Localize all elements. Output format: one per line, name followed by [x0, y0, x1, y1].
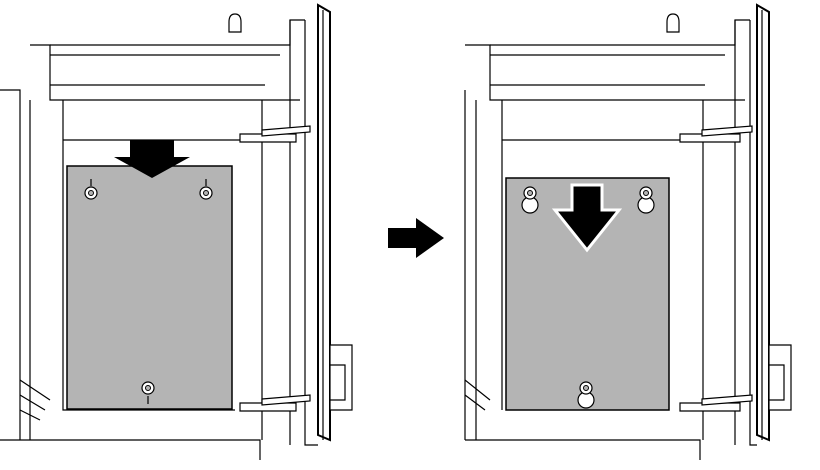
side-bracket-inner [769, 364, 785, 401]
inner-recess [501, 100, 704, 440]
step-2-illustration [464, 3, 792, 460]
bottom-base [465, 439, 701, 460]
keyhole-screw-icon [141, 381, 155, 404]
frame-top-left-edge [30, 44, 300, 101]
bottom-base [0, 439, 261, 460]
top-hook [228, 13, 242, 33]
rail-tab-top-lip [261, 125, 311, 137]
frame-top-left-edge [465, 44, 745, 101]
keyhole-screw-icon [637, 186, 655, 214]
rail-right [317, 3, 331, 442]
left-wall [464, 90, 477, 440]
keyhole-screw-icon [577, 381, 595, 409]
frame-top-outline [50, 19, 305, 46]
down-arrow-icon [114, 140, 190, 178]
side-bracket-inner [330, 364, 346, 401]
frame-top-outline [490, 19, 750, 46]
left-wall [0, 89, 31, 440]
step-1-illustration [0, 3, 353, 460]
side-bracket [329, 344, 353, 411]
down-arrow-icon [551, 183, 623, 253]
left-wall-brace [19, 379, 51, 421]
rail-tab-top-lip [701, 125, 753, 137]
rail-tab-bottom-lip [701, 394, 753, 406]
mounting-panel [66, 165, 233, 410]
top-hook [666, 13, 680, 33]
rail-inner [749, 20, 757, 446]
rail-inner [304, 20, 318, 446]
left-wall-brace [464, 379, 491, 411]
side-bracket [768, 344, 792, 411]
keyhole-screw-icon [199, 179, 213, 200]
right-arrow-icon [388, 218, 444, 258]
rail-right [756, 3, 770, 442]
keyhole-screw-icon [84, 179, 98, 200]
rail-tab-bottom-lip [261, 394, 311, 406]
keyhole-screw-icon [521, 186, 539, 214]
